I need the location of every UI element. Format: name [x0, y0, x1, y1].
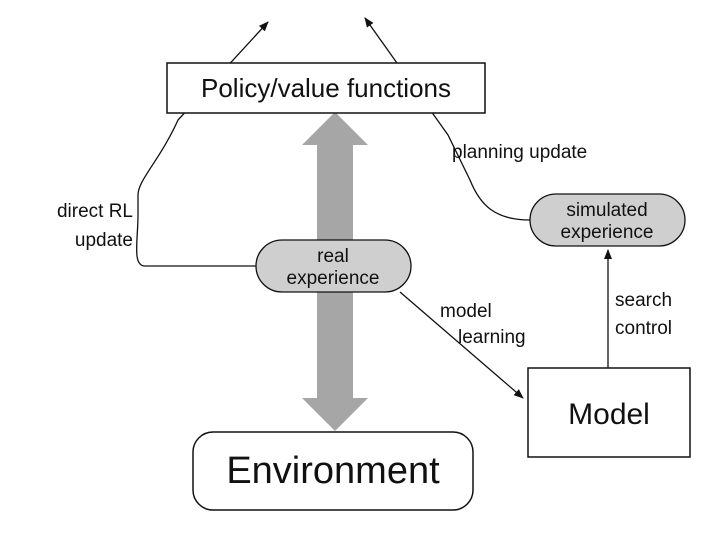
planning-update-label: planning update: [452, 142, 587, 163]
real-experience-node: real experience: [255, 239, 412, 293]
search-control-label-line2: control: [615, 318, 672, 339]
simulated-experience-node: simulated experience: [529, 193, 686, 247]
planning-update-arrow: [364, 17, 531, 221]
direct-rl-label-line2: update: [75, 230, 133, 251]
environment-node: Environment: [192, 431, 474, 511]
policy-value-node: Policy/value functions: [166, 62, 486, 114]
model-learning-arrow: [399, 291, 524, 399]
model-label: Model: [568, 398, 650, 431]
policy-value-label: Policy/value functions: [201, 73, 451, 103]
model-learning-label-line2: learning: [458, 327, 526, 348]
simulated-experience-line1: simulated: [566, 200, 647, 221]
search-control-label-line1: search: [615, 290, 672, 311]
real-experience-line2: experience: [287, 268, 380, 289]
model-node: Model: [527, 367, 691, 458]
environment-label: Environment: [226, 450, 440, 492]
simulated-experience-line2: experience: [561, 222, 654, 243]
real-experience-line1: real: [317, 246, 349, 267]
model-learning-label-line1: model: [440, 301, 492, 322]
direct-rl-label-line1: direct RL: [57, 201, 133, 222]
direct-rl-update-arrow: [135, 21, 269, 267]
